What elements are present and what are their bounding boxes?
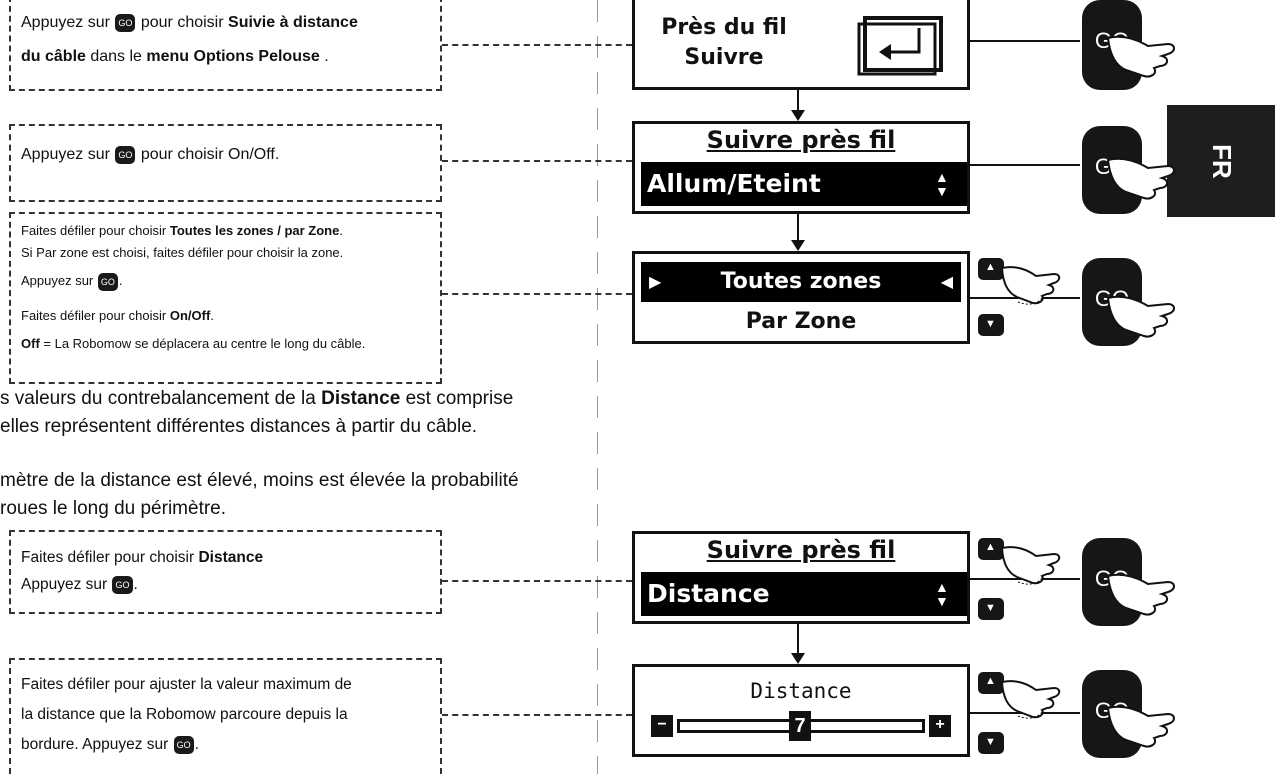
instruction-box-2: Appuyez sur GO pour choisir On/Off.	[9, 124, 442, 202]
instruction-line: Faites défiler pour ajuster la valeur ma…	[21, 676, 352, 693]
language-tab: FR	[1167, 105, 1275, 217]
instruction-box-5: Faites défiler pour ajuster la valeur ma…	[9, 658, 442, 774]
flow-arrow	[797, 90, 799, 110]
scroll-up-button[interactable]: ▲	[978, 538, 1004, 560]
connector-line	[442, 714, 632, 716]
connector-line	[442, 160, 632, 162]
updown-icon: ▲▼	[935, 579, 949, 609]
instruction-line: Appuyez sur GO pour choisir On/Off.	[21, 145, 280, 164]
scroll-down-button[interactable]: ▼	[978, 314, 1004, 336]
go-icon: GO	[115, 13, 136, 32]
hand-icon	[1104, 700, 1184, 755]
explanation-line: s valeurs du contrebalancement de la Dis…	[0, 388, 514, 409]
hand-icon	[1104, 30, 1184, 85]
flow-arrow-head	[791, 110, 805, 121]
lcd-screen-2: Suivre près fil Allum/Eteint ▲▼	[632, 121, 970, 214]
instruction-box-1: Appuyez sur GO pour choisir Suivie à dis…	[9, 0, 442, 91]
distance-slider: − 7 +	[651, 711, 951, 741]
hand-icon	[1104, 152, 1184, 207]
flow-arrow-head	[791, 240, 805, 251]
go-icon: GO	[173, 735, 194, 754]
instruction-line: Appuyez sur GO.	[21, 263, 430, 299]
flow-arrow-head	[791, 653, 805, 664]
instruction-line: la distance que la Robomow parcoure depu…	[21, 706, 348, 723]
screen-line: Suivre	[684, 45, 764, 70]
flow-arrow	[797, 624, 799, 653]
instruction-line: Appuyez sur GO.	[21, 575, 138, 594]
instruction-line: Faites défiler pour choisir On/Off.	[21, 308, 214, 323]
return-icon	[857, 12, 949, 76]
go-icon: GO	[115, 145, 136, 164]
instruction-line: du câble dans le menu Options Pelouse .	[21, 48, 329, 65]
scroll-up-button[interactable]: ▲	[978, 258, 1004, 280]
screen-title: Suivre près fil	[706, 126, 896, 154]
hand-icon	[1104, 568, 1184, 623]
minus-icon: −	[651, 715, 673, 737]
lcd-screen-1: Près du fil Suivre	[632, 0, 970, 90]
lcd-screen-5: Distance − 7 +	[632, 664, 970, 757]
instruction-line: Si Par zone est choisi, faites défiler p…	[21, 244, 344, 260]
scroll-up-button[interactable]: ▲	[978, 672, 1004, 694]
explanation-line: mètre de la distance est élevé, moins es…	[0, 470, 519, 491]
scroll-down-button[interactable]: ▼	[978, 732, 1004, 754]
screen-value: Distance	[641, 572, 967, 616]
screen-title: Distance	[750, 679, 852, 703]
connector-line	[442, 44, 632, 46]
hand-icon	[998, 542, 1068, 591]
lcd-screen-4: Suivre près fil Distance ▲▼	[632, 531, 970, 624]
instruction-line: Faites défiler pour choisir Toutes les z…	[21, 223, 343, 238]
screen-title: Suivre près fil	[706, 536, 896, 564]
go-icon: GO	[97, 272, 118, 291]
go-icon: GO	[112, 575, 133, 594]
screen-line: Près du fil	[661, 15, 787, 40]
screen-value: Allum/Eteint	[641, 162, 967, 206]
plus-icon: +	[929, 715, 951, 737]
updown-icon: ▲▼	[935, 169, 949, 199]
scroll-down-button[interactable]: ▼	[978, 598, 1004, 620]
connector-line	[970, 40, 1080, 42]
hand-icon	[998, 676, 1068, 725]
screen-option-selected: ▶ Toutes zones ◀	[641, 262, 961, 302]
instruction-box-4: Faites défiler pour choisir Distance App…	[9, 530, 442, 614]
explanation-line: elles représentent différentes distances…	[0, 416, 478, 437]
instruction-line: Off = La Robomow se déplacera au centre …	[21, 336, 366, 351]
hand-icon	[1104, 290, 1184, 345]
right-arrow-icon: ▶	[649, 272, 662, 291]
left-arrow-icon: ◀	[940, 272, 953, 291]
instruction-line: Faites défiler pour choisir Distance	[21, 549, 264, 566]
instruction-line: bordure. Appuyez sur GO.	[21, 735, 199, 754]
screen-option: Par Zone	[745, 309, 857, 334]
slider-value: 7	[789, 711, 811, 741]
column-divider	[597, 0, 598, 774]
explanation-line: roues le long du périmètre.	[0, 498, 227, 519]
connector-line	[970, 164, 1080, 166]
lcd-screen-3: ▶ Toutes zones ◀ Par Zone	[632, 251, 970, 344]
flow-arrow	[797, 214, 799, 240]
instruction-box-3: Faites défiler pour choisir Toutes les z…	[9, 212, 442, 384]
hand-icon	[998, 262, 1068, 311]
connector-line	[442, 293, 632, 295]
connector-line	[442, 580, 632, 582]
instruction-line: Appuyez sur GO pour choisir Suivie à dis…	[21, 13, 358, 32]
